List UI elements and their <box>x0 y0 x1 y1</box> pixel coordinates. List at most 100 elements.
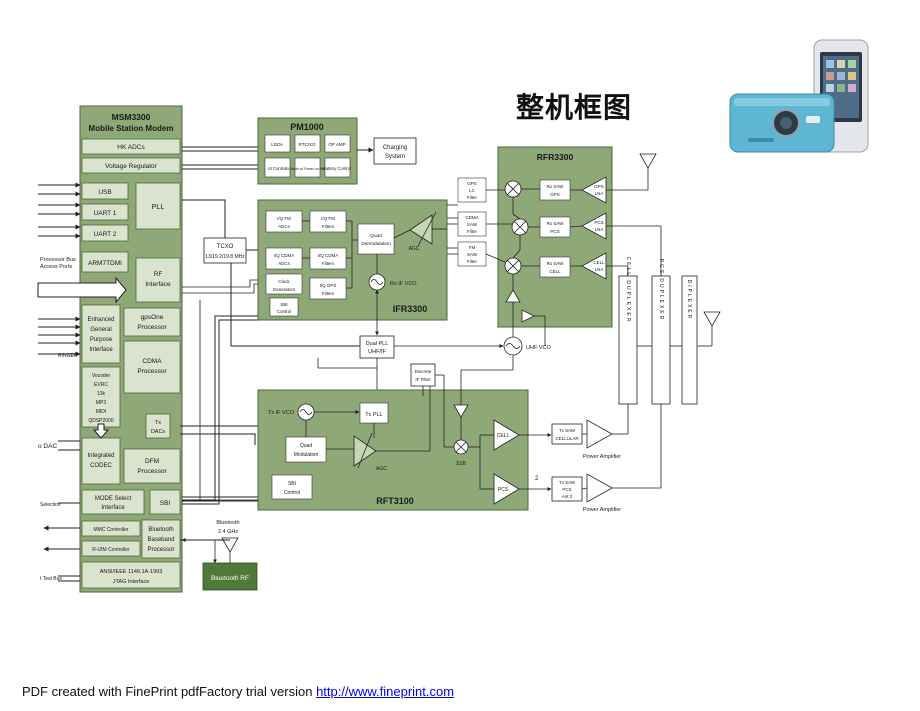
tx-pll-label: Tx PLL <box>365 412 382 418</box>
rxsaw-gps-label-1: Rx SAW <box>547 184 565 189</box>
ruim-controller-label: R-UIM Controller <box>92 547 130 553</box>
iqfm-filters-label-2: Filters <box>322 224 335 229</box>
bt-antenna-label-2: 2.4 GHz <box>218 529 238 535</box>
rft3100-block: RFT3100 Tx IF VCO Tx PLL Quad Modulation… <box>257 389 529 511</box>
fm-saw-label-2: SAW <box>467 252 478 257</box>
dfm-processor-label-2: Processor <box>137 468 167 475</box>
tcxo-label-1: TCXO <box>217 244 234 250</box>
uart1-label: UART 1 <box>94 210 117 217</box>
pm-mode-label: SL Mode w/ Power-on Reset <box>285 167 328 171</box>
pll-label: PLL <box>152 204 165 211</box>
rft-pcs-label: PCS <box>498 487 509 493</box>
mode-select-label-1: MODE Select <box>95 496 132 502</box>
ifr-internal-lines <box>302 220 447 289</box>
rft-agc-label: AGC <box>376 466 387 472</box>
ifr-sbi-label-2: Control <box>277 309 292 314</box>
gps-lc-label-2: LC <box>469 188 476 193</box>
tcxo-box <box>203 237 247 264</box>
cell-lna-label-2: LNA <box>595 267 604 272</box>
qdsp-label: QDSP2000 <box>88 418 114 424</box>
charging-label-2: System <box>385 154 405 160</box>
evrc-label: EVRC <box>94 382 108 388</box>
charging-system-box <box>373 137 417 165</box>
pa-cell-label: Power Amplifier <box>583 454 621 460</box>
msm-external-connections <box>37 182 127 582</box>
msm3300-block: MSM3300 Mobile Station Modem HK ADCs Vol… <box>79 105 183 593</box>
charging-label-1: Charging <box>383 145 407 151</box>
uhf-vco-label: UHF VCO <box>526 345 551 351</box>
mode-select-label-2: Interface <box>101 505 125 511</box>
discrete-if-label-1: Discrete <box>415 369 432 374</box>
ifr-sbi-label-1: SBI <box>280 302 287 307</box>
cell-lna-label-1: CELL <box>593 260 605 265</box>
page-title: 整机框图 <box>516 91 633 124</box>
uart2-label: UART 2 <box>94 231 117 238</box>
msm-title: MSM3300 <box>112 112 151 122</box>
cdma-saw-label-2: SAW <box>467 222 478 227</box>
bluetooth-rf-group: Bluetooth RF Bluetooth 2.4 GHz <box>181 520 258 591</box>
rxsaw-cell-label-2: CELL <box>549 269 561 274</box>
rf-interface-label-2: Interface <box>145 281 171 288</box>
note-2-label: 2 <box>535 476 539 482</box>
voltage-regulator-label: Voltage Regulator <box>105 163 158 170</box>
tx-output-chain: Tx SAW CELLULAR Tx SAW PCS Ant 2 Power A… <box>535 419 621 513</box>
rxsaw-pcs-label-2: PCS <box>550 229 559 234</box>
pcs-lna-label-2: LNA <box>595 227 604 232</box>
iqcdma-filters-label-1: I/Q CDMA <box>318 253 339 258</box>
rft-internal-lines <box>305 355 514 490</box>
msm-sbi-label: SBI <box>160 500 171 507</box>
rfr3300-title: RFR3300 <box>537 152 574 162</box>
ext-dac-label: o DAC <box>38 443 57 450</box>
iqfm-adcs-label-1: I/Q FM <box>277 216 291 221</box>
arm-label: ARM7TDMI <box>88 260 122 267</box>
ifr-agc-label: AGC <box>409 246 420 252</box>
duplexer-lines <box>606 225 682 489</box>
tx-dacs-label-2: DACs <box>151 429 166 435</box>
rft-sbi-label-2: Control <box>284 490 300 496</box>
rfr3300-block: RFR3300 GPS LC Filter CDMA SAW Filter FM… <box>457 146 613 328</box>
phone-image <box>728 38 874 167</box>
iqfm-filters-label-1: I/Q FM <box>321 216 335 221</box>
pm-ldo-label: LDOs <box>271 142 283 147</box>
gpsone-label-1: gpsOne <box>141 314 164 321</box>
uhf-vco-wave <box>505 343 521 349</box>
footer-text: PDF created with FinePrint pdfFactory tr… <box>22 684 317 699</box>
ssb-label: SSB <box>456 461 467 467</box>
bt-baseband-label-1: Bluetooth <box>148 527 173 533</box>
txsaw-pcs-label-3: Ant 2 <box>562 494 573 499</box>
footer-link[interactable]: http://www.fineprint.com <box>316 684 455 699</box>
tx-if-vco-label: Tx IF VCO <box>268 410 295 416</box>
footer: PDF created with FinePrint pdfFactory tr… <box>22 684 454 699</box>
dual-pll-label-2: UHF/IF <box>368 349 386 355</box>
cdma-saw-label-3: Filter <box>467 229 478 234</box>
dfm-processor-label-1: DFM <box>145 458 159 465</box>
fm-saw-label-1: FM <box>469 245 476 250</box>
msm-external-labels: Processor Bus Access Ports RINGER o DAC … <box>38 257 78 582</box>
ext-processor-bus-label: Processor Bus <box>40 257 76 263</box>
rft-sbi-label-1: SBI <box>288 481 296 487</box>
fm-saw-label-3: Filter <box>467 259 478 264</box>
tcxo-label-2: 13/19.2/19.8 MHz <box>205 254 245 260</box>
rx-if-vco-label: Rx IF VCO <box>390 281 417 287</box>
egpi-label-1: Enhanced <box>87 317 114 323</box>
ext-ringer-label: RINGER <box>58 353 78 359</box>
bt-baseband-label-3: Processor <box>147 547 174 553</box>
msm-subtitle: Mobile Station Modem <box>89 124 174 133</box>
gps-antenna <box>606 153 657 191</box>
tx-dacs-label-1: Tx <box>155 420 161 426</box>
pm-ui-control-label: UI Control <box>268 166 287 171</box>
gps-lc-label-1: GPS <box>467 181 477 186</box>
mp3-label: MP3 <box>96 400 107 406</box>
iqgps-filters-label-2: Filters <box>322 291 335 296</box>
iqfm-adcs-label-2: ADCs <box>278 224 291 229</box>
discrete-if-filter-box <box>410 363 436 387</box>
ext-access-ports-label: Access Ports <box>40 264 72 270</box>
bt-antenna-label-1: Bluetooth <box>216 520 239 526</box>
txsaw-pcs-label-1: Tx SAW <box>559 480 576 485</box>
pcs-duplexer-label: PCS DUPLEXER <box>658 259 664 322</box>
cdma-processor-label-2: Processor <box>137 368 167 375</box>
rf-interface-label-1: RF <box>154 271 163 278</box>
tcxo-connections <box>182 199 360 347</box>
rft3100-title: RFT3100 <box>376 496 414 506</box>
